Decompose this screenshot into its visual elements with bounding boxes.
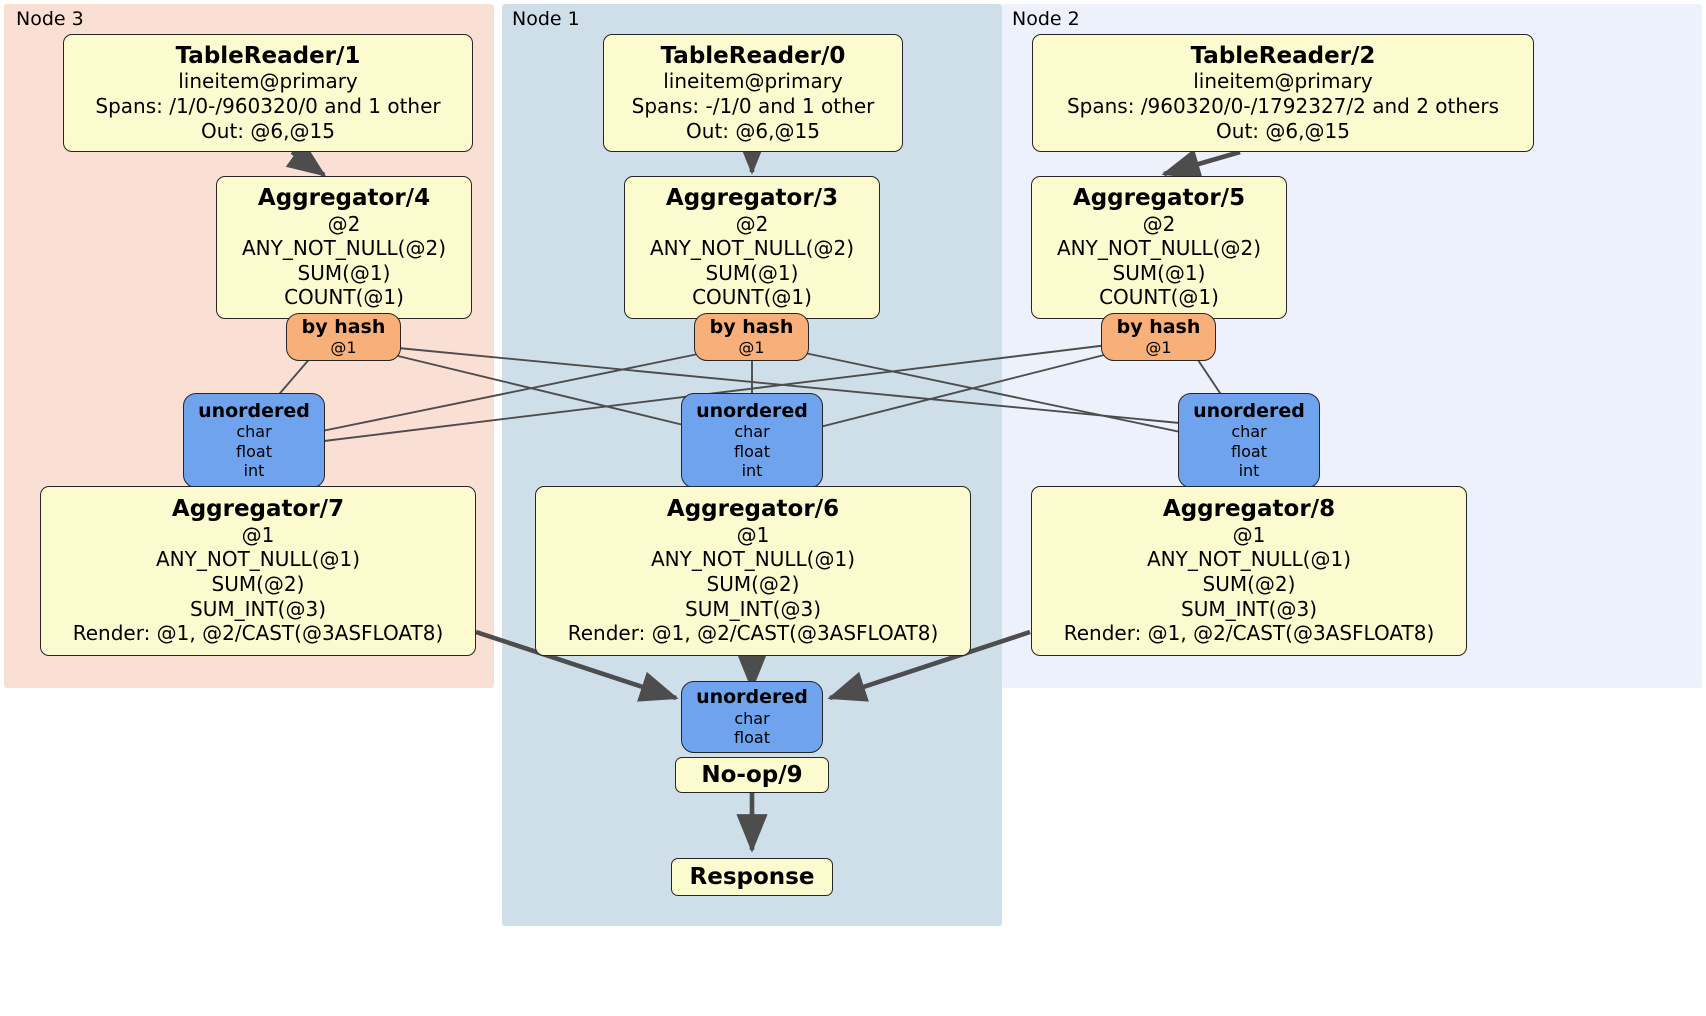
unordered-router-final[interactable]: unordered char float bbox=[681, 681, 823, 753]
unordered-router-right-line-1: char bbox=[1231, 422, 1267, 442]
aggregator-6-line-3: SUM(@2) bbox=[706, 572, 800, 597]
unordered-router-center-title: unordered bbox=[696, 400, 808, 423]
response-node[interactable]: Response bbox=[671, 858, 833, 896]
hash-router-right-title: by hash bbox=[1116, 316, 1201, 339]
no-op-9[interactable]: No-op/9 bbox=[675, 757, 829, 793]
unordered-router-left-line-2: float bbox=[236, 441, 272, 461]
aggregator-8-line-4: SUM_INT(@3) bbox=[1181, 596, 1317, 621]
table-reader-1-title: TableReader/1 bbox=[175, 42, 361, 69]
aggregator-5-line-1: @2 bbox=[1142, 211, 1176, 236]
unordered-router-center[interactable]: unordered char float int bbox=[681, 393, 823, 488]
aggregator-6-line-5: Render: @1, @2/CAST(@3ASFLOAT8) bbox=[567, 621, 939, 646]
aggregator-8-title: Aggregator/8 bbox=[1162, 496, 1336, 523]
aggregator-6-title: Aggregator/6 bbox=[666, 496, 840, 523]
unordered-router-right-title: unordered bbox=[1193, 400, 1305, 423]
table-reader-0[interactable]: TableReader/0 lineitem@primary Spans: -/… bbox=[603, 34, 903, 152]
aggregator-8-line-2: ANY_NOT_NULL(@1) bbox=[1147, 547, 1351, 572]
table-reader-1[interactable]: TableReader/1 lineitem@primary Spans: /1… bbox=[63, 34, 473, 152]
panel-label-node-3: Node 3 bbox=[16, 8, 84, 30]
aggregator-7-line-1: @1 bbox=[241, 522, 275, 547]
table-reader-2-title: TableReader/2 bbox=[1190, 42, 1376, 69]
aggregator-3-line-2: ANY_NOT_NULL(@2) bbox=[650, 236, 854, 261]
aggregator-6-line-1: @1 bbox=[736, 522, 770, 547]
table-reader-2-line-2: Spans: /960320/0-/1792327/2 and 2 others bbox=[1066, 94, 1499, 119]
aggregator-3-line-3: SUM(@1) bbox=[705, 260, 799, 285]
unordered-router-right-line-3: int bbox=[1238, 461, 1260, 481]
unordered-router-right[interactable]: unordered char float int bbox=[1178, 393, 1320, 488]
unordered-router-center-line-3: int bbox=[741, 461, 763, 481]
aggregator-4[interactable]: Aggregator/4 @2 ANY_NOT_NULL(@2) SUM(@1)… bbox=[216, 176, 472, 319]
aggregator-7-title: Aggregator/7 bbox=[171, 496, 345, 523]
aggregator-3-title: Aggregator/3 bbox=[665, 184, 839, 211]
aggregator-4-line-4: COUNT(@1) bbox=[284, 285, 404, 310]
hash-router-right-line-1: @1 bbox=[1145, 338, 1172, 358]
aggregator-7[interactable]: Aggregator/7 @1 ANY_NOT_NULL(@1) SUM(@2)… bbox=[40, 486, 476, 656]
table-reader-1-line-1: lineitem@primary bbox=[178, 69, 358, 94]
unordered-router-center-line-2: float bbox=[734, 441, 770, 461]
aggregator-7-line-2: ANY_NOT_NULL(@1) bbox=[156, 547, 360, 572]
hash-router-left-line-1: @1 bbox=[330, 338, 357, 358]
aggregator-5[interactable]: Aggregator/5 @2 ANY_NOT_NULL(@2) SUM(@1)… bbox=[1031, 176, 1287, 319]
unordered-router-center-line-1: char bbox=[734, 422, 770, 442]
aggregator-4-line-2: ANY_NOT_NULL(@2) bbox=[242, 236, 446, 261]
aggregator-8-line-3: SUM(@2) bbox=[1202, 572, 1296, 597]
aggregator-3-line-1: @2 bbox=[735, 211, 769, 236]
table-reader-2-line-3: Out: @6,@15 bbox=[1216, 118, 1350, 143]
hash-router-center-title: by hash bbox=[709, 316, 794, 339]
table-reader-2-line-1: lineitem@primary bbox=[1193, 69, 1373, 94]
table-reader-1-line-2: Spans: /1/0-/960320/0 and 1 other bbox=[95, 94, 441, 119]
aggregator-8-line-5: Render: @1, @2/CAST(@3ASFLOAT8) bbox=[1063, 621, 1435, 646]
aggregator-4-line-1: @2 bbox=[327, 211, 361, 236]
aggregator-5-line-4: COUNT(@1) bbox=[1099, 285, 1219, 310]
table-reader-1-line-3: Out: @6,@15 bbox=[201, 118, 335, 143]
aggregator-5-line-2: ANY_NOT_NULL(@2) bbox=[1057, 236, 1261, 261]
table-reader-0-line-3: Out: @6,@15 bbox=[686, 118, 820, 143]
aggregator-6-line-2: ANY_NOT_NULL(@1) bbox=[651, 547, 855, 572]
aggregator-7-line-5: Render: @1, @2/CAST(@3ASFLOAT8) bbox=[72, 621, 444, 646]
unordered-router-left-line-1: char bbox=[236, 422, 272, 442]
table-reader-0-title: TableReader/0 bbox=[660, 42, 846, 69]
aggregator-7-line-4: SUM_INT(@3) bbox=[190, 596, 326, 621]
aggregator-6[interactable]: Aggregator/6 @1 ANY_NOT_NULL(@1) SUM(@2)… bbox=[535, 486, 971, 656]
panel-label-node-1: Node 1 bbox=[512, 8, 580, 30]
aggregator-3[interactable]: Aggregator/3 @2 ANY_NOT_NULL(@2) SUM(@1)… bbox=[624, 176, 880, 319]
table-reader-2[interactable]: TableReader/2 lineitem@primary Spans: /9… bbox=[1032, 34, 1534, 152]
table-reader-0-line-2: Spans: -/1/0 and 1 other bbox=[631, 94, 875, 119]
hash-router-center-line-1: @1 bbox=[738, 338, 765, 358]
table-reader-0-line-1: lineitem@primary bbox=[663, 69, 843, 94]
unordered-router-left-title: unordered bbox=[198, 400, 310, 423]
panel-label-node-2: Node 2 bbox=[1012, 8, 1080, 30]
unordered-router-final-line-1: char bbox=[734, 708, 770, 728]
aggregator-8-line-1: @1 bbox=[1232, 522, 1266, 547]
unordered-router-right-line-2: float bbox=[1231, 441, 1267, 461]
aggregator-7-line-3: SUM(@2) bbox=[211, 572, 305, 597]
aggregator-5-line-3: SUM(@1) bbox=[1112, 260, 1206, 285]
aggregator-3-line-4: COUNT(@1) bbox=[692, 285, 812, 310]
unordered-router-left[interactable]: unordered char float int bbox=[183, 393, 325, 488]
aggregator-5-title: Aggregator/5 bbox=[1072, 184, 1246, 211]
unordered-router-left-line-3: int bbox=[243, 461, 265, 481]
aggregator-4-line-3: SUM(@1) bbox=[297, 260, 391, 285]
hash-router-left-title: by hash bbox=[301, 316, 386, 339]
unordered-router-final-title: unordered bbox=[696, 686, 808, 709]
hash-router-left[interactable]: by hash @1 bbox=[286, 313, 401, 361]
aggregator-8[interactable]: Aggregator/8 @1 ANY_NOT_NULL(@1) SUM(@2)… bbox=[1031, 486, 1467, 656]
unordered-router-final-line-2: float bbox=[734, 728, 770, 748]
hash-router-right[interactable]: by hash @1 bbox=[1101, 313, 1216, 361]
hash-router-center[interactable]: by hash @1 bbox=[694, 313, 809, 361]
aggregator-6-line-4: SUM_INT(@3) bbox=[685, 596, 821, 621]
aggregator-4-title: Aggregator/4 bbox=[257, 184, 431, 211]
